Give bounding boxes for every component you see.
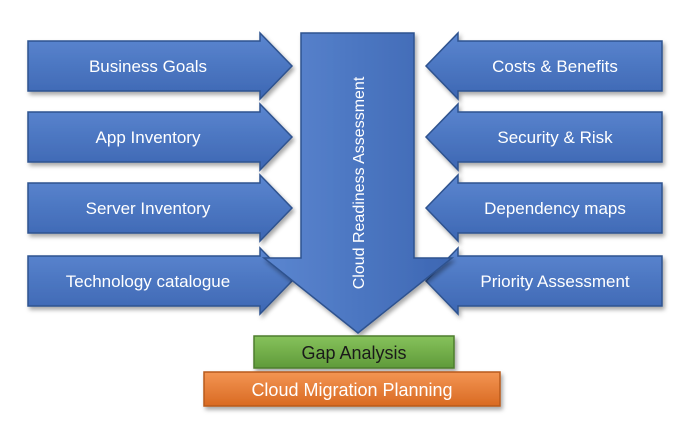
input-label-server-inventory: Server Inventory [86, 199, 211, 218]
input-label-business-goals: Business Goals [89, 57, 207, 76]
arrow-left-shape [424, 31, 663, 101]
center-label: Cloud Readiness Assessment [351, 76, 368, 289]
input-label-priority-assessment: Priority Assessment [480, 272, 630, 291]
left-inputs: Business Goals App Inventory Server Inve… [27, 31, 294, 316]
arrow-right-shape [27, 102, 294, 172]
gap-analysis-box [253, 335, 455, 369]
arrow-right-shape [27, 246, 294, 316]
right-inputs: Costs & Benefits Security & Risk Depende… [424, 31, 663, 316]
migration-planning-label: Cloud Migration Planning [251, 380, 452, 400]
left-arrow-2: App Inventory [27, 102, 294, 172]
right-arrow-4: Priority Assessment [424, 246, 663, 316]
right-arrow-2: Security & Risk [424, 102, 663, 172]
input-label-security-risk: Security & Risk [497, 128, 613, 147]
arrow-left-shape [424, 102, 663, 172]
arrow-right-shape [27, 173, 294, 243]
input-label-dependency-maps: Dependency maps [484, 199, 626, 218]
left-arrow-1: Business Goals [27, 31, 294, 101]
arrow-right-shape [27, 31, 294, 101]
stage-gap-analysis: Gap Analysis [253, 335, 455, 369]
stage-cloud-migration-planning: Cloud Migration Planning [203, 371, 501, 407]
input-label-app-inventory: App Inventory [96, 128, 201, 147]
left-arrow-3: Server Inventory [27, 173, 294, 243]
arrow-down-shape [261, 32, 455, 334]
migration-planning-box [203, 371, 501, 407]
arrow-left-shape [424, 173, 663, 243]
input-label-technology-catalogue: Technology catalogue [66, 272, 230, 291]
center-arrow: Cloud Readiness Assessment [261, 32, 455, 334]
arrow-left-shape [424, 246, 663, 316]
gap-analysis-label: Gap Analysis [301, 343, 406, 363]
input-label-costs-benefits: Costs & Benefits [492, 57, 618, 76]
right-arrow-1: Costs & Benefits [424, 31, 663, 101]
right-arrow-3: Dependency maps [424, 173, 663, 243]
left-arrow-4: Technology catalogue [27, 246, 294, 316]
